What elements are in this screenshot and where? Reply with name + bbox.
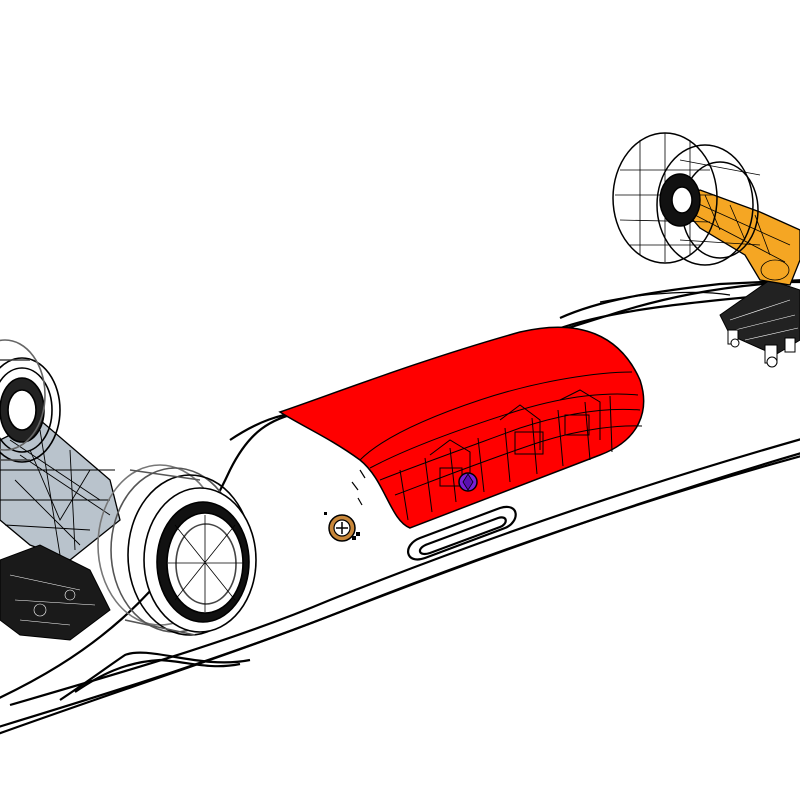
hull-lower-edge-inner	[9, 438, 800, 707]
hull-bottom-fin	[59, 651, 251, 701]
canopy-ribs	[359, 371, 643, 521]
canopy	[278, 326, 645, 529]
hull-bottom-fin-inner	[74, 658, 241, 693]
rear-thruster-assembly	[0, 339, 257, 641]
rear-thruster-main	[97, 464, 257, 636]
rear-machinery	[0, 544, 111, 641]
hatch-slot	[407, 505, 517, 561]
front-fan-head	[612, 132, 761, 266]
front-arm-assembly	[612, 132, 800, 368]
hull-top-seam	[599, 291, 731, 303]
rear-thruster-left	[0, 339, 61, 463]
emblem-badge-icon	[324, 512, 360, 542]
rear-truss-arm	[0, 419, 121, 561]
hull-lower-edge	[0, 452, 800, 728]
canopy-shell	[278, 326, 645, 529]
